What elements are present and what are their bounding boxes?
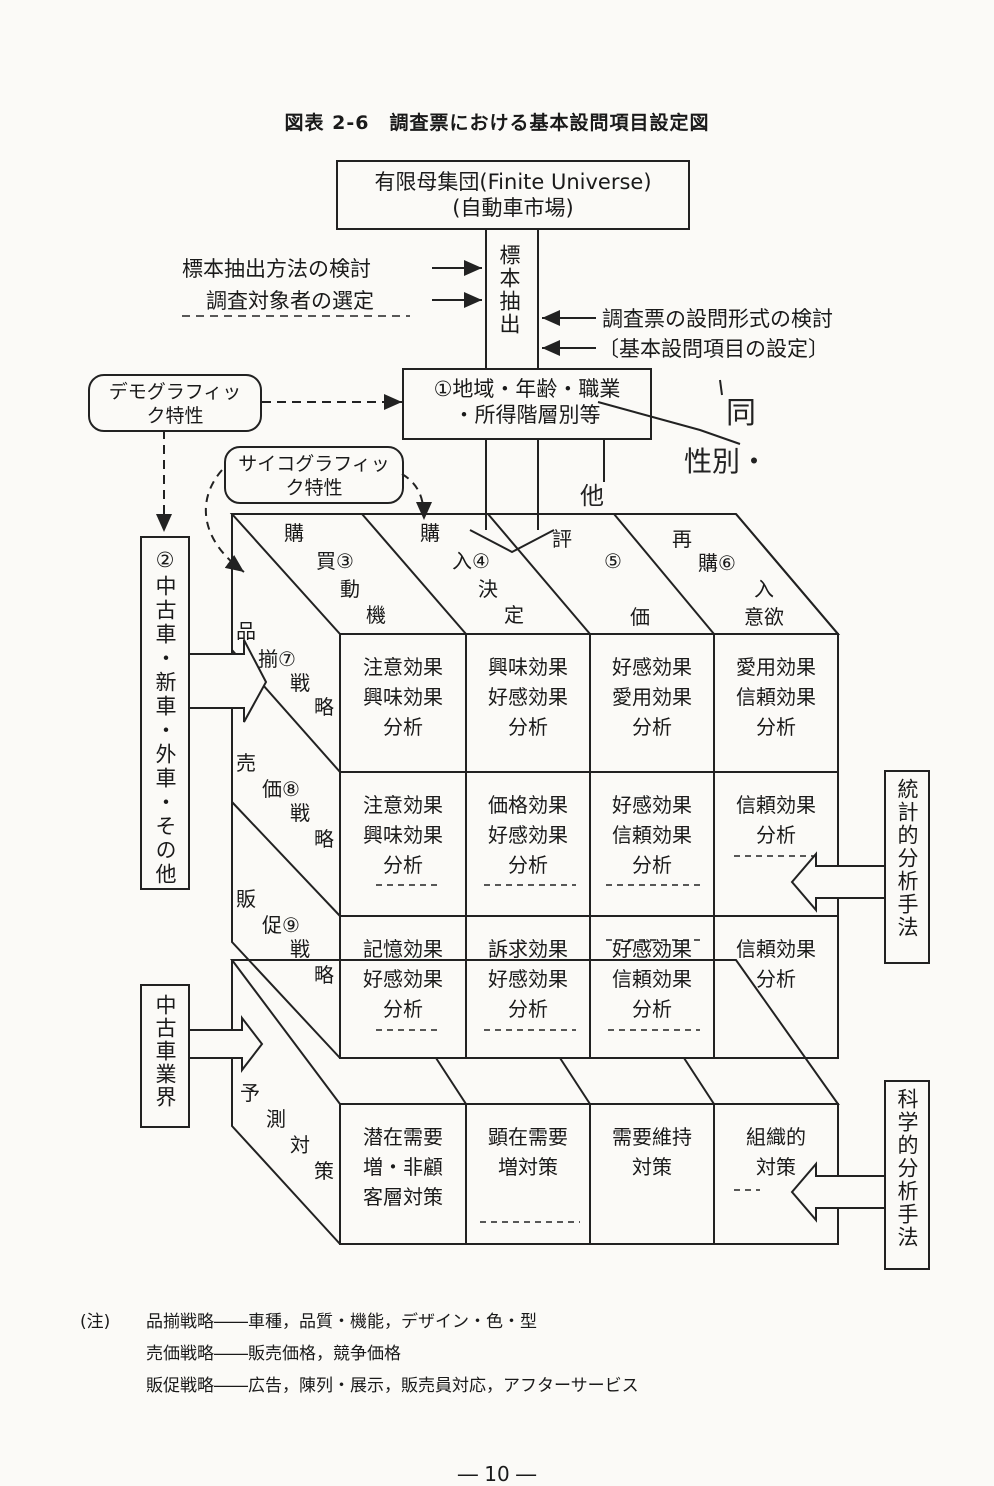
right-note-arrows <box>542 310 596 356</box>
row-2-d: 略 <box>314 827 334 851</box>
row-3-c: 戦 <box>290 937 310 961</box>
cube-lower-slab <box>230 959 840 1245</box>
header-4-a: 再 <box>672 527 692 551</box>
row-2-a: 売 <box>236 751 256 775</box>
note-1: 品揃戦略――車種，品質・機能，デザイン・色・型 <box>146 1312 537 1332</box>
universe-line1: 有限母集団(Finite Universe) <box>374 170 652 194</box>
cell-r1-c2: 興味効果 好感効果 分析 <box>488 655 568 739</box>
handwritten-seibetsu: 性別・ <box>684 445 769 478</box>
row-2-b: 価⑧ <box>262 777 300 801</box>
right-note-1: 調査票の設問形式の検討 <box>602 307 833 331</box>
row-3-a: 販 <box>236 887 256 911</box>
statistical-methods-box: 統計的分析手法 <box>884 770 930 964</box>
handwritten-dou: 同 <box>726 396 756 431</box>
attributes-line2: ・所得階層別等 <box>453 403 601 427</box>
cell-r4-c1: 潜在需要 増・非顧 客層対策 <box>363 1125 443 1209</box>
note-3: 販促戦略――広告，陳列・展示，販売員対応，アフターサービス <box>146 1376 639 1396</box>
sampling-label: 標本抽出 <box>497 244 521 336</box>
header-2-c: 決 <box>478 577 498 601</box>
psychographic-label: サイコグラフィック特性 <box>238 453 390 499</box>
handwritten-marks <box>597 379 741 482</box>
cell-r4-c4: 組織的 対策 <box>746 1125 806 1179</box>
cell-underlines <box>376 855 820 1223</box>
row-1-c: 戦 <box>290 671 310 695</box>
cell-r1-c3: 好感効果 愛用効果 分析 <box>612 655 692 739</box>
industry-box: 中古車業界 <box>140 984 190 1128</box>
demographic-box: デモグラフィック特性 <box>88 374 262 432</box>
cell-r3-c4: 信頼効果 分析 <box>736 937 816 991</box>
header-1-b: 買③ <box>316 549 354 573</box>
cell-r3-c2: 訴求効果 好感効果 分析 <box>488 937 568 1021</box>
statistical-methods-label: 統計的分析手法 <box>895 778 919 939</box>
attributes-line1: ①地域・年齢・職業 <box>433 377 621 401</box>
hollow-arrows <box>190 639 884 1223</box>
handwritten-ta: 他 <box>580 482 604 510</box>
header-2-a: 購 <box>420 521 440 545</box>
note-2: 売価戦略――販売価格，競争価格 <box>146 1344 401 1364</box>
cell-r1-c1: 注意効果 興味効果 分析 <box>363 655 443 739</box>
page-number: ― 10 ― <box>457 1462 537 1486</box>
row-4-a: 予 <box>240 1081 260 1105</box>
demographic-links <box>156 394 402 532</box>
row-1-a: 品 <box>236 619 256 643</box>
notes-label: (注) <box>80 1312 111 1332</box>
cell-r2-c3: 好感効果 信頼効果 分析 <box>612 793 692 877</box>
demographic-label: デモグラフィック特性 <box>108 381 242 427</box>
row-3-b: 促⑨ <box>262 913 300 937</box>
header-1-a: 購 <box>284 521 304 545</box>
psychographic-links <box>204 469 432 573</box>
cell-r2-c1: 注意効果 興味効果 分析 <box>363 793 443 877</box>
header-2-d: 定 <box>504 603 524 627</box>
cell-r4-c3: 需要維持 対策 <box>612 1125 692 1179</box>
header-1-c: 動 <box>340 577 360 601</box>
category-label: ②中古車・新車・外車・その他 <box>153 548 177 887</box>
attributes-box: ①地域・年齢・職業 ・所得階層別等 <box>402 368 652 440</box>
row-4-d: 策 <box>314 1159 334 1183</box>
header-4-d: 意欲 <box>744 605 784 629</box>
row-2-c: 戦 <box>290 801 310 825</box>
header-4-c: 入 <box>754 577 774 601</box>
scientific-methods-box: 科学的分析手法 <box>884 1080 930 1270</box>
row-3-d: 略 <box>314 963 334 987</box>
cell-r2-c2: 価格効果 好感効果 分析 <box>488 793 568 877</box>
cell-r3-c3: 好感効果 信頼効果 分析 <box>612 937 692 1021</box>
cell-r1-c4: 愛用効果 信頼効果 分析 <box>736 655 816 739</box>
cell-r2-c4: 信頼効果 分析 <box>736 793 816 847</box>
psychographic-box: サイコグラフィック特性 <box>224 446 404 504</box>
header-3-d: 価 <box>630 605 650 629</box>
row-4-b: 測 <box>266 1107 286 1131</box>
cell-r4-c2: 顕在需要 増対策 <box>488 1125 568 1179</box>
header-3-a: 評 <box>552 527 572 551</box>
universe-line2: (自動車市場) <box>452 196 574 220</box>
header-3-b: ⑤ <box>604 549 622 573</box>
universe-box: 有限母集団(Finite Universe) (自動車市場) <box>336 160 690 230</box>
cube-front-grid <box>339 633 839 1059</box>
left-note-1: 標本抽出方法の検討 <box>182 257 371 281</box>
row-1-b: 揃⑦ <box>258 647 296 671</box>
industry-label: 中古車業界 <box>153 994 177 1109</box>
figure-title: 図表 2-6 調査票における基本設問項目設定図 <box>284 112 710 134</box>
left-note-2: 調査対象者の選定 <box>206 289 374 313</box>
cell-r3-c1: 記憶効果 好感効果 分析 <box>363 937 443 1021</box>
left-note-arrows <box>182 260 482 317</box>
header-2-b: 入④ <box>452 549 490 573</box>
category-box: ②中古車・新車・外車・その他 <box>140 536 190 890</box>
header-4-b: 購⑥ <box>698 551 736 575</box>
row-1-d: 略 <box>314 695 334 719</box>
header-1-d: 機 <box>366 603 386 627</box>
scientific-methods-label: 科学的分析手法 <box>895 1088 919 1249</box>
right-note-2: 〔基本設問項目の設定〕 <box>598 337 829 361</box>
row-4-c: 対 <box>290 1133 310 1157</box>
